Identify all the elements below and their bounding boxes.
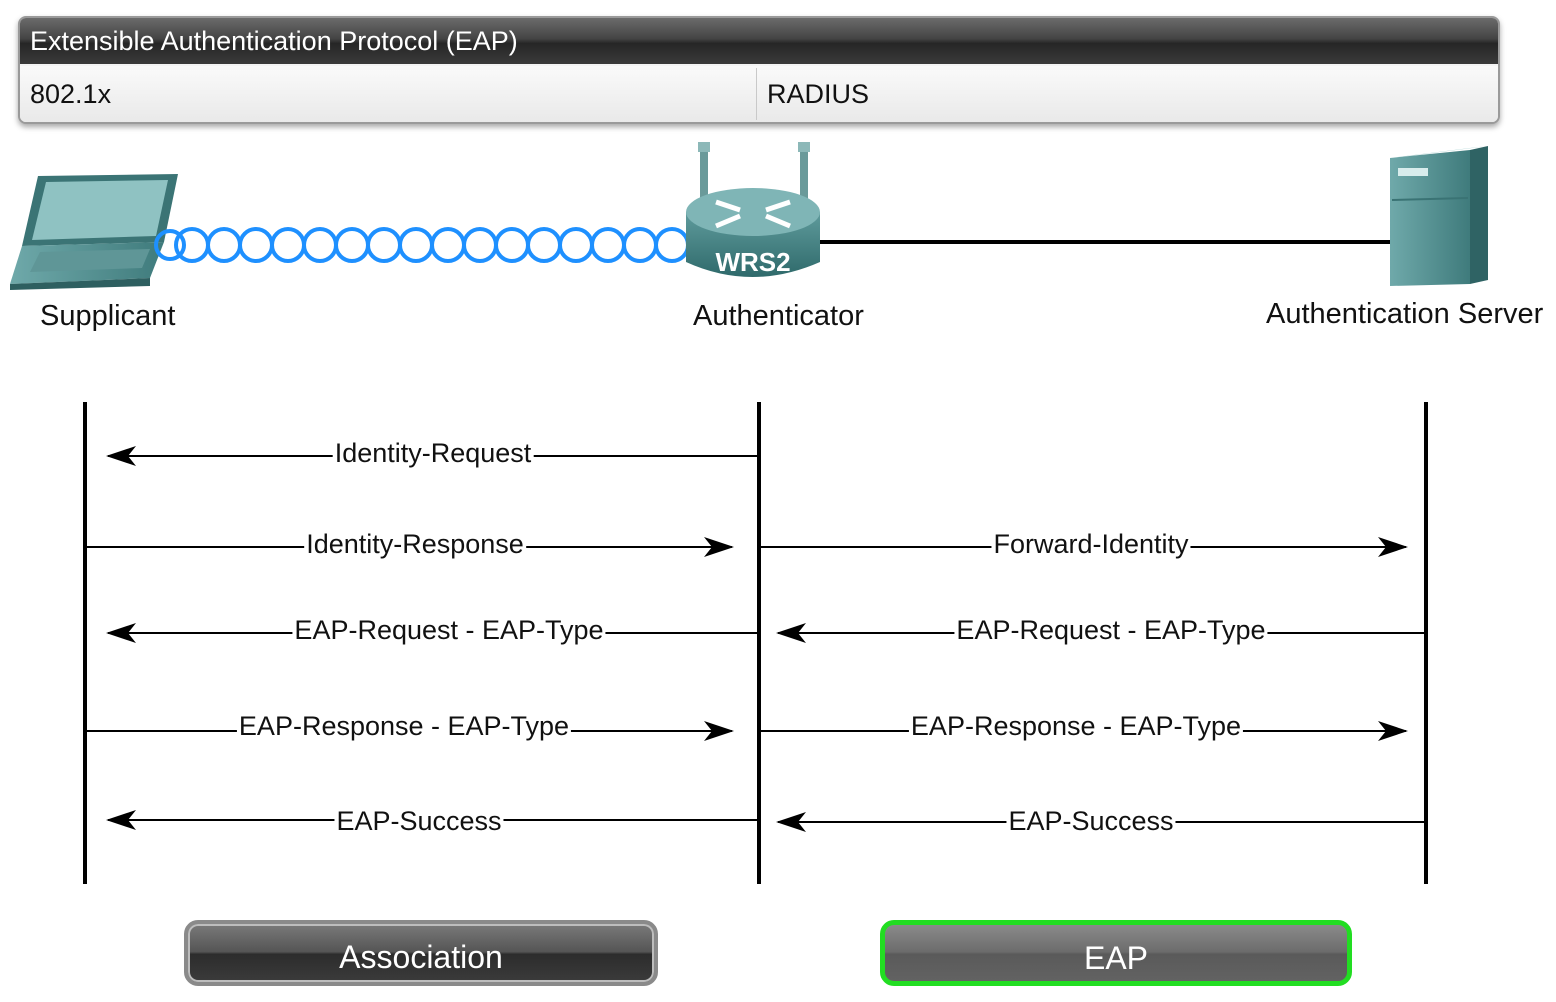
protocol-panel: Extensible Authentication Protocol (EAP)…: [18, 16, 1500, 124]
wireless-link-icon: [154, 227, 690, 263]
panel-cell-divider: [756, 68, 757, 120]
panel-cell-radius: RADIUS: [767, 79, 870, 109]
msg-eap-response-left: EAP-Response - EAP-Type: [236, 711, 572, 741]
msg-identity-response: Identity-Response: [304, 529, 526, 559]
authenticator-label: Authenticator: [693, 300, 864, 332]
router-name: WRS2: [715, 247, 790, 277]
msg-eap-request-right: EAP-Request - EAP-Type: [954, 615, 1268, 645]
authentication-server-label: Authentication Server: [1266, 298, 1544, 330]
panel-row: 802.1x RADIUS: [20, 66, 1498, 122]
msg-eap-request-left: EAP-Request - EAP-Type: [292, 615, 606, 645]
msg-forward-identity: Forward-Identity: [991, 529, 1191, 559]
supplicant-label: Supplicant: [40, 300, 176, 332]
msg-eap-success-left: EAP-Success: [334, 806, 504, 836]
msg-eap-response-right: EAP-Response - EAP-Type: [908, 711, 1244, 741]
panel-cell-8021x: 802.1x: [30, 79, 112, 109]
server-icon: [1390, 146, 1488, 286]
laptop-icon: [10, 174, 178, 290]
wireless-router-icon: WRS2: [686, 142, 820, 277]
msg-identity-request: Identity-Request: [332, 438, 534, 468]
msg-eap-success-right: EAP-Success: [1006, 806, 1176, 836]
association-button[interactable]: Association: [184, 920, 658, 986]
eap-button[interactable]: EAP: [880, 920, 1352, 986]
panel-title: Extensible Authentication Protocol (EAP): [20, 18, 1498, 64]
